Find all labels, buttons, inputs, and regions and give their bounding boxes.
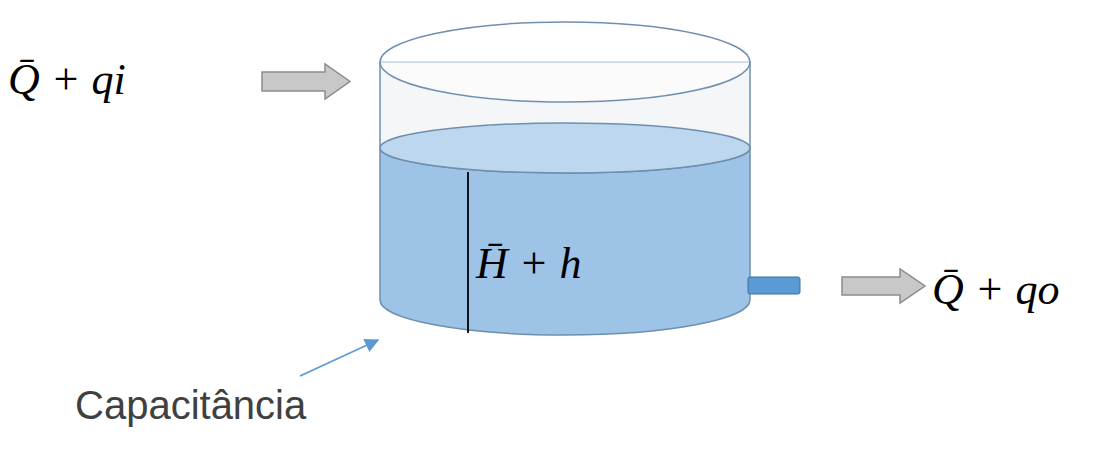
inflow-label: Q̄ + qi [8, 58, 126, 102]
water-body [380, 148, 750, 335]
outflow-arrow [842, 269, 925, 303]
leader-line [300, 340, 378, 376]
level-line [467, 172, 469, 333]
capacitance-label: Capacitância [75, 385, 306, 425]
outflow-label: Q̄ + qo [932, 268, 1059, 312]
inflow-arrow [262, 64, 350, 99]
level-label: H̄ + h [476, 242, 581, 286]
water-surface [380, 123, 750, 173]
tank-rim [380, 22, 750, 102]
outlet-pipe [748, 277, 800, 294]
